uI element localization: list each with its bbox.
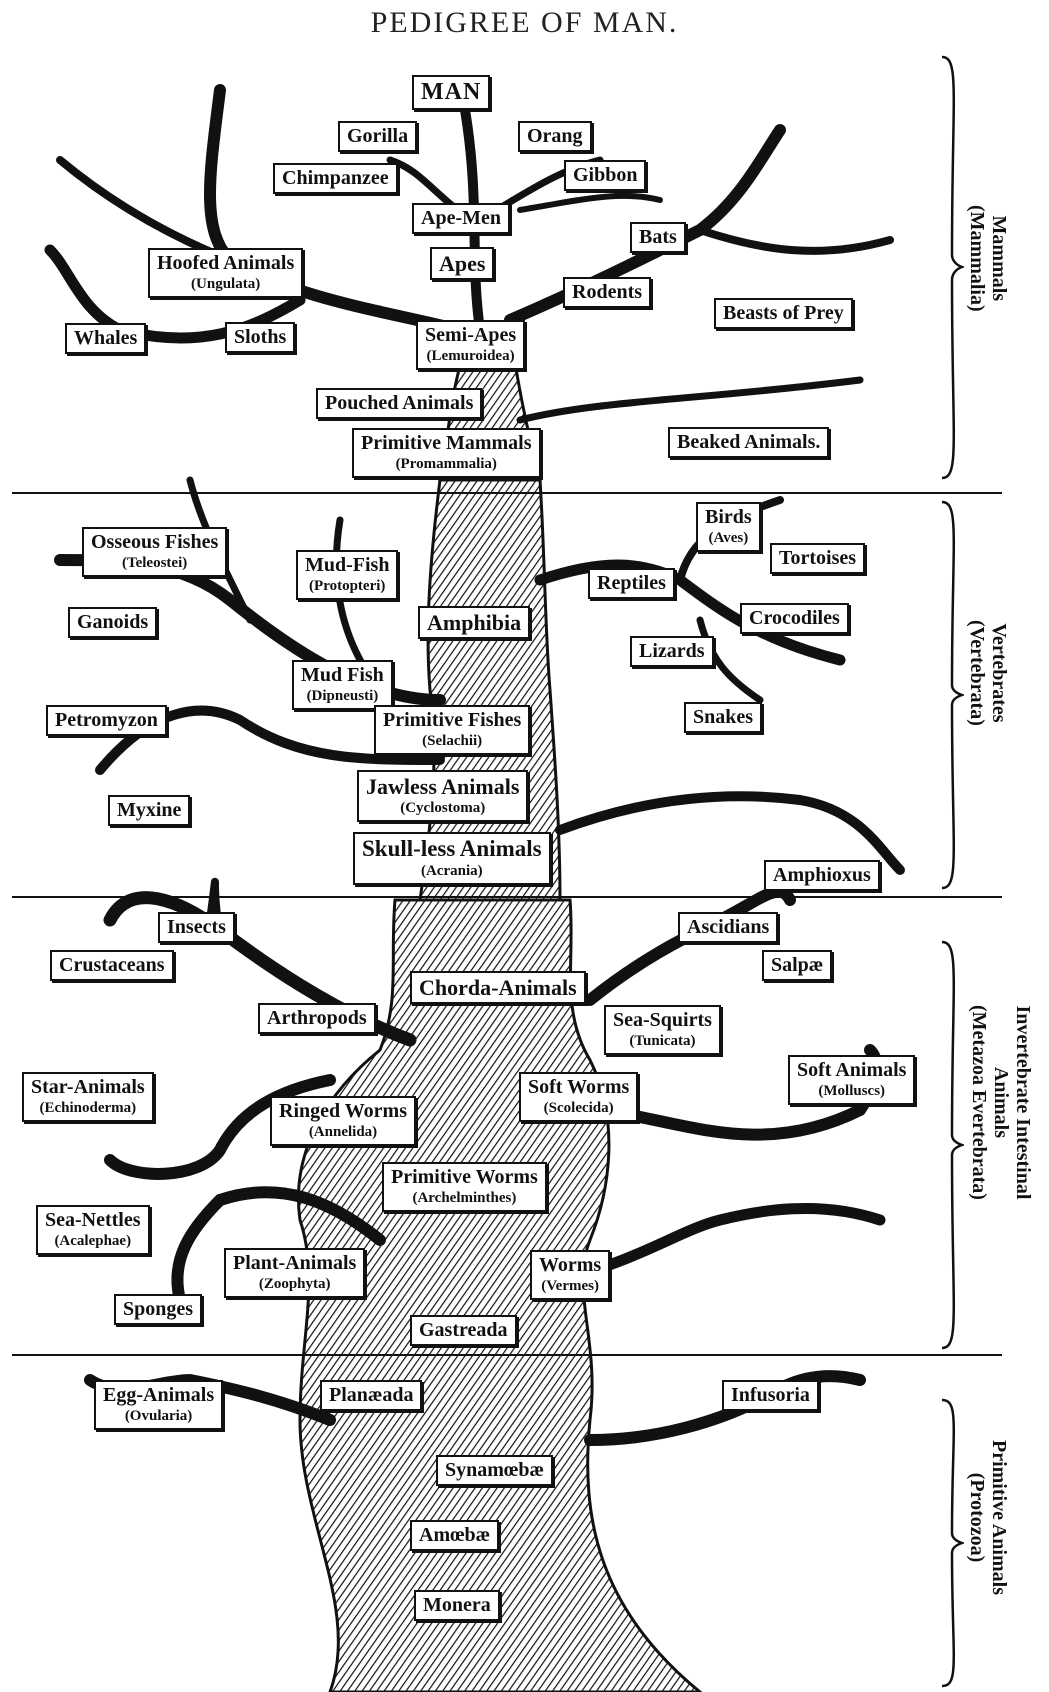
label-amphibia: Amphibia: [418, 606, 531, 640]
label-amoebae: Amœbæ: [410, 1520, 500, 1551]
label-crustaceans: Crustaceans: [50, 950, 174, 981]
label-bats: Bats: [630, 222, 686, 253]
label-man: MAN: [412, 75, 491, 111]
label-ringed-worms: Ringed Worms(Annelida): [270, 1096, 416, 1146]
label-ascidians: Ascidians: [678, 912, 779, 943]
label-sloths: Sloths: [225, 322, 296, 353]
label-snakes: Snakes: [684, 702, 763, 733]
label-reptiles: Reptiles: [588, 568, 675, 599]
label-pouched: Pouched Animals: [316, 388, 483, 419]
label-gibbon: Gibbon: [564, 160, 647, 191]
label-infusoria: Infusoria: [722, 1380, 819, 1411]
section-divider: [12, 896, 1002, 898]
label-salpae: Salpæ: [762, 950, 833, 981]
label-tortoises: Tortoises: [770, 543, 866, 574]
label-star-animals: Star-Animals(Echinoderma): [22, 1072, 154, 1122]
label-osseous-fishes: Osseous Fishes(Teleostei): [82, 527, 228, 577]
label-sea-nettles: Sea-Nettles(Acalephae): [36, 1205, 150, 1255]
section-brace: [941, 500, 964, 890]
section-divider: [12, 492, 1002, 494]
label-whales: Whales: [65, 323, 147, 354]
label-beaked: Beaked Animals.: [668, 427, 830, 458]
section-brace: [941, 55, 964, 480]
label-orang: Orang: [518, 121, 592, 152]
label-worms: Worms(Vermes): [530, 1250, 611, 1300]
label-rodents: Rodents: [563, 277, 652, 308]
label-primitive-worms: Primitive Worms(Archelminthes): [382, 1162, 547, 1212]
section-label-primitive: Primitive Animals(Protozoa): [966, 1440, 1010, 1595]
label-chimpanzee: Chimpanzee: [273, 163, 398, 194]
label-sponges: Sponges: [114, 1294, 203, 1325]
label-insects: Insects: [158, 912, 235, 943]
section-brace: [941, 940, 964, 1350]
section-label-mammals: Mammals(Mammalia): [966, 205, 1010, 312]
label-crocodiles: Crocodiles: [740, 603, 849, 634]
label-sea-squirts: Sea-Squirts(Tunicata): [604, 1005, 721, 1055]
section-brace: [941, 1398, 964, 1688]
label-apes: Apes: [430, 247, 495, 281]
label-petromyzon: Petromyzon: [46, 705, 167, 736]
label-synamoebae: Synamœbæ: [436, 1455, 553, 1486]
label-egg-animals: Egg-Animals(Ovularia): [94, 1380, 224, 1430]
label-primitive-fishes: Primitive Fishes(Selachii): [374, 705, 531, 755]
label-ape-men: Ape-Men: [412, 203, 510, 234]
label-ganoids: Ganoids: [68, 607, 158, 638]
label-plant-animals: Plant-Animals(Zoophyta): [224, 1248, 366, 1298]
label-soft-worms: Soft Worms(Scolecida): [519, 1072, 639, 1122]
label-arthropods: Arthropods: [258, 1003, 376, 1034]
label-amphioxus: Amphioxus: [764, 860, 880, 891]
label-gastreada: Gastreada: [410, 1315, 517, 1346]
section-label-vertebrates: Vertebrates(Vertebrata): [966, 620, 1010, 726]
label-soft-animals: Soft Animals(Molluscs): [788, 1055, 916, 1105]
label-birds: Birds(Aves): [696, 502, 761, 552]
label-mud-fish-dipneusti: Mud Fish(Dipneusti): [292, 660, 393, 710]
label-jawless: Jawless Animals(Cyclostoma): [357, 770, 529, 822]
label-skull-less: Skull-less Animals(Acrania): [353, 832, 551, 885]
label-chorda-animals: Chorda-Animals: [410, 971, 586, 1005]
label-semi-apes: Semi-Apes(Lemuroidea): [416, 320, 526, 370]
section-divider: [12, 1354, 1002, 1356]
label-planaeada: Planæada: [320, 1380, 423, 1411]
label-monera: Monera: [414, 1590, 500, 1621]
label-hoofed: Hoofed Animals(Ungulata): [148, 248, 304, 298]
label-gorilla: Gorilla: [338, 121, 418, 152]
label-mud-fish-protopteri: Mud-Fish(Protopteri): [296, 550, 399, 600]
label-primitive-mammals: Primitive Mammals(Promammalia): [352, 428, 541, 478]
label-beasts: Beasts of Prey: [714, 298, 853, 329]
label-myxine: Myxine: [108, 795, 191, 826]
label-lizards: Lizards: [630, 636, 714, 667]
diagram-title: PEDIGREE OF MAN.: [370, 6, 679, 39]
